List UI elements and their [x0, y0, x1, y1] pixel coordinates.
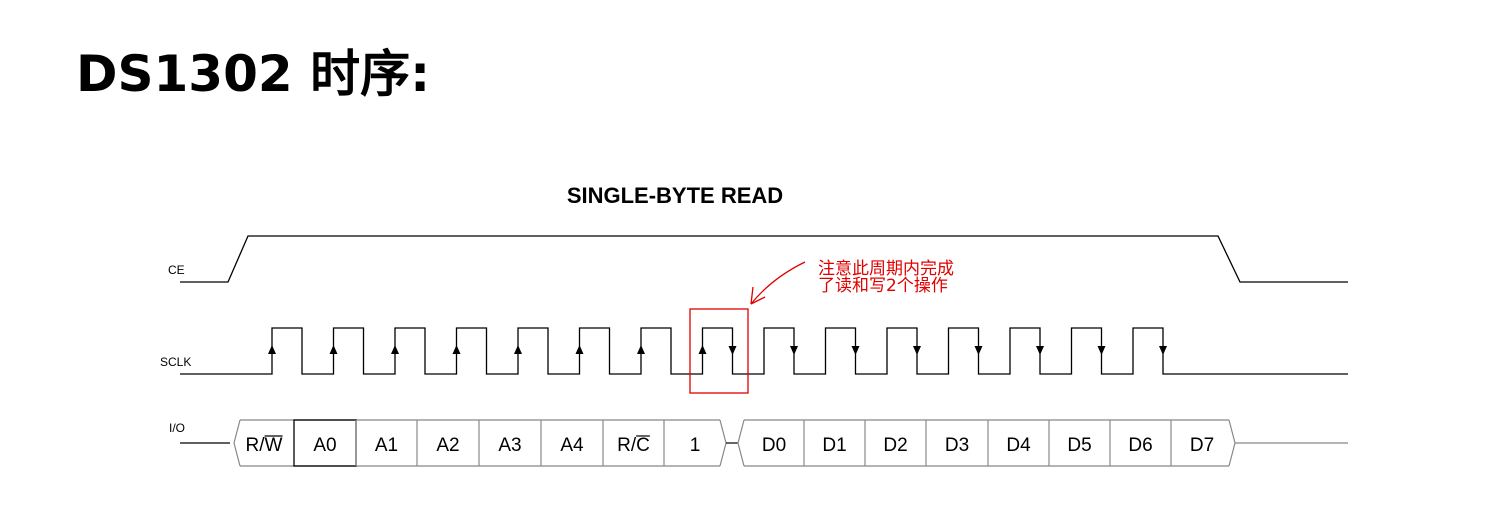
sclk-line [180, 327, 1348, 375]
rising-edge-arrow [637, 345, 645, 354]
falling-edge-arrow [913, 346, 921, 355]
io-bracket [1228, 419, 1236, 467]
rising-edge-arrow [268, 345, 276, 354]
io-bit-label: D4 [1006, 435, 1031, 456]
io-bit-label: 1 [690, 435, 701, 456]
falling-edge-arrow [728, 346, 737, 355]
falling-edge-arrow [1159, 346, 1167, 355]
io-bit-label: A4 [560, 435, 584, 456]
rising-edge-arrow [575, 345, 584, 354]
rising-edge-arrow [514, 345, 522, 354]
io-bit-label: A3 [498, 435, 521, 456]
annotation-line-1: 注意此周期内完成 [818, 259, 954, 279]
io-bracket [719, 419, 727, 467]
io-label: I/O [169, 421, 185, 435]
rising-edge-arrow [698, 345, 707, 354]
io-bit-label: A0 [313, 435, 336, 456]
ce-waveform [180, 235, 1348, 283]
annotation-line-2: 了读和写2个操作 [818, 276, 948, 296]
io-bit-label: D2 [883, 435, 907, 456]
rising-edge-arrow [391, 345, 399, 354]
io-bit-label: D3 [945, 435, 969, 456]
io-bit-label: R/W [246, 435, 283, 456]
io-bit-label: D6 [1128, 435, 1152, 456]
ce-label: CE [168, 263, 185, 277]
falling-edge-arrow [1036, 346, 1044, 355]
io-bit-label: A1 [375, 435, 398, 456]
falling-edge-arrow [1097, 346, 1106, 355]
falling-edge-arrow [790, 346, 798, 355]
rising-edge-arrow [452, 345, 461, 354]
falling-edge-arrow [851, 346, 860, 355]
sclk-waveform [180, 327, 1348, 375]
rising-edge-arrow [329, 345, 338, 354]
falling-edge-arrow [974, 346, 983, 355]
annotation-arrow [750, 261, 806, 305]
io-bus: R/W A0 A1 A2 A3 A4 R/C 1 D0 D1 D2 D3 D4 D5 D6 D7 [180, 419, 1348, 467]
io-bit-label: D7 [1190, 435, 1214, 456]
io-bit-label: D1 [822, 435, 846, 456]
io-bit-label: D0 [762, 435, 786, 456]
io-bit-label: A2 [436, 435, 459, 456]
sclk-label: SCLK [160, 355, 191, 369]
io-bit-label: R/C [617, 435, 650, 456]
slide-title: DS1302 时序: [76, 45, 431, 103]
io-bracket [737, 419, 745, 467]
diagram-title: SINGLE-BYTE READ [567, 183, 783, 208]
io-bit-label: D5 [1067, 435, 1091, 456]
io-bracket [233, 419, 241, 467]
highlight-box [689, 308, 749, 394]
